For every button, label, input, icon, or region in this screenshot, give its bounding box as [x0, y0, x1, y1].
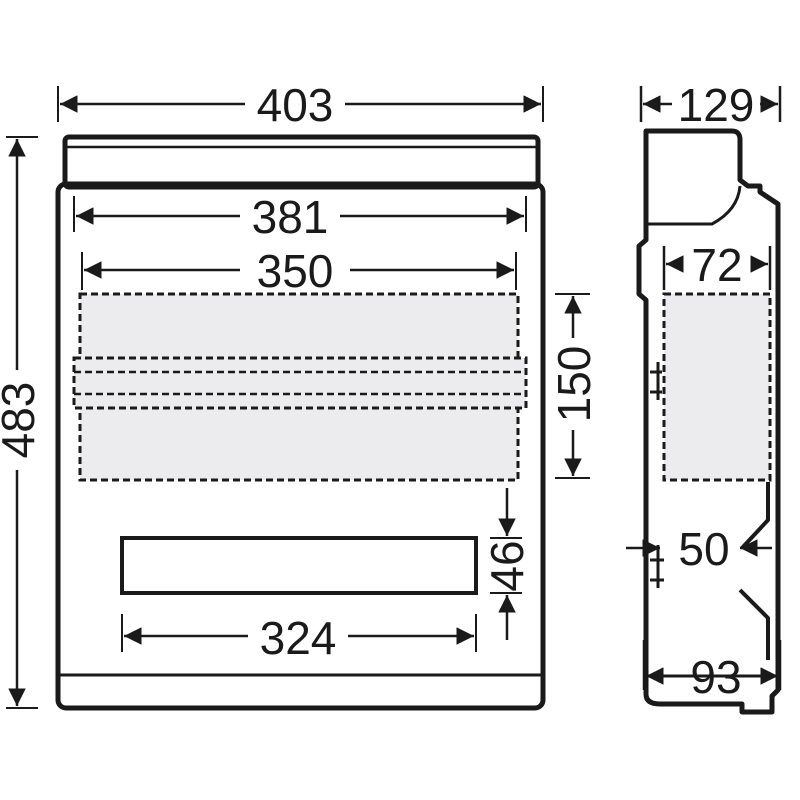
dim-label-403: 403 — [257, 79, 334, 131]
lid-outline — [62, 134, 541, 190]
side-notch-upper — [650, 362, 662, 400]
dim-label-324: 324 — [260, 612, 337, 664]
dim-label-50: 50 — [678, 523, 729, 575]
side-lid-contour — [646, 185, 742, 226]
side-bracket-lower — [738, 588, 770, 660]
dim-label-93: 93 — [690, 651, 741, 703]
side-dimensions — [626, 86, 782, 690]
body-outline — [55, 181, 546, 711]
label-window — [120, 536, 478, 595]
side-profile-outline — [636, 128, 781, 715]
side-notch-lower — [650, 545, 664, 588]
din-rail — [72, 356, 528, 410]
front-dimensions — [8, 95, 582, 706]
dim-label-150: 150 — [548, 346, 600, 423]
side-device-area — [662, 292, 772, 482]
dim-label-72: 72 — [691, 239, 742, 291]
dim-label-46: 46 — [481, 540, 533, 591]
dim-label-129: 129 — [678, 79, 755, 131]
dim-label-381: 381 — [252, 191, 329, 243]
front-view — [6, 86, 590, 711]
dim-label-350: 350 — [257, 245, 334, 297]
dim-label-483: 483 — [0, 382, 44, 459]
side-bracket-upper — [740, 482, 770, 550]
